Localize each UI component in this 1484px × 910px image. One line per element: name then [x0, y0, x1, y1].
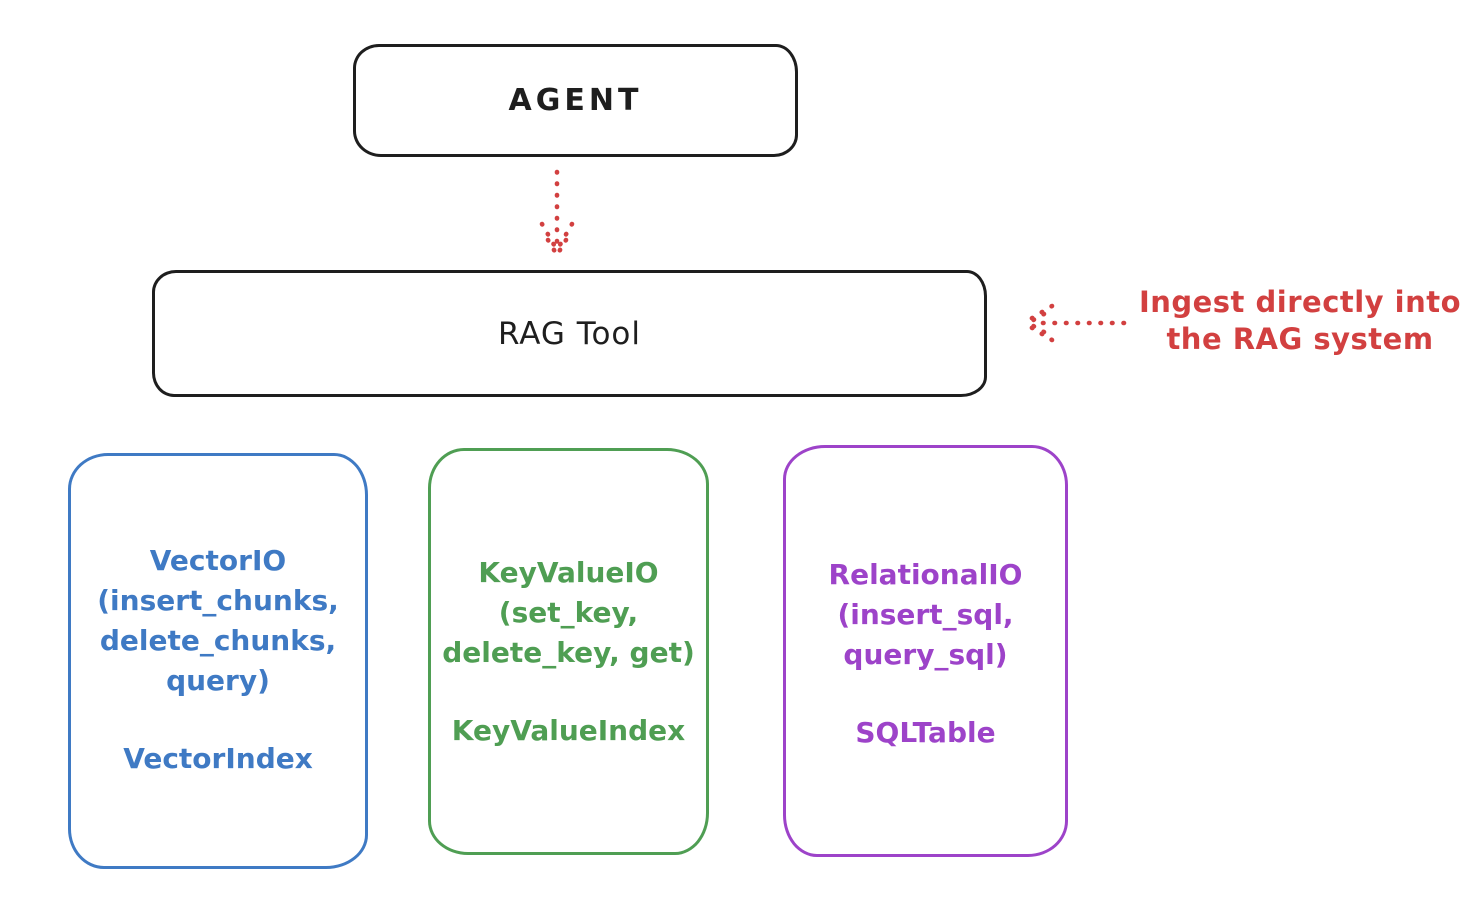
agent-node: AGENT	[353, 44, 798, 157]
spacer	[431, 673, 706, 711]
spacer	[786, 675, 1065, 713]
relational-io-title: RelationalIO	[828, 558, 1023, 591]
key-value-io-methods-line-1: (set_key,	[498, 596, 639, 629]
vector-io-methods-line-3: query)	[166, 664, 270, 697]
spacer	[71, 701, 365, 739]
sql-table-label: SQLTable	[855, 716, 996, 749]
relational-io-methods-line-2: query_sql)	[843, 638, 1008, 671]
vector-io-node: VectorIO (insert_chunks, delete_chunks, …	[68, 453, 368, 869]
ingest-annotation-line-2: the RAG system	[1166, 322, 1434, 356]
vector-index-label: VectorIndex	[123, 742, 313, 775]
relational-io-methods-line-1: (insert_sql,	[837, 598, 1014, 631]
agent-to-rag-arrow	[539, 169, 575, 258]
key-value-io-node: KeyValueIO (set_key, delete_key, get) Ke…	[428, 448, 709, 855]
vector-io-title: VectorIO	[149, 544, 287, 577]
key-value-io-title: KeyValueIO	[478, 556, 659, 589]
rag-tool-node: RAG Tool	[152, 270, 987, 397]
vector-io-methods-line-2: delete_chunks,	[99, 624, 337, 657]
ingest-to-rag-arrow	[1021, 303, 1127, 343]
key-value-index-label: KeyValueIndex	[451, 714, 686, 747]
key-value-io-methods-line-2: delete_key, get)	[442, 636, 695, 669]
agent-node-label: AGENT	[508, 83, 643, 118]
rag-tool-node-label: RAG Tool	[497, 315, 642, 352]
vector-io-methods-line-1: (insert_chunks,	[97, 584, 339, 617]
ingest-annotation: Ingest directly into the RAG system	[1130, 284, 1470, 358]
relational-io-node: RelationalIO (insert_sql, query_sql) SQL…	[783, 445, 1068, 857]
ingest-annotation-line-1: Ingest directly into	[1138, 285, 1462, 319]
